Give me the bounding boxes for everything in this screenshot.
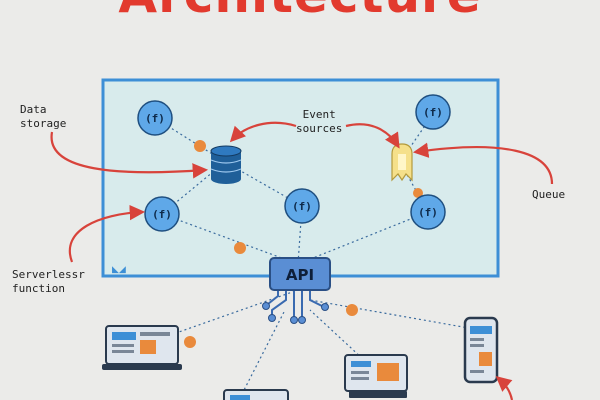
- serverless-function-label: Serverlessr function: [12, 268, 85, 295]
- mobile-phone-icon[interactable]: [463, 316, 499, 384]
- connection-node: [234, 242, 246, 254]
- dotted-connections: [141, 113, 481, 395]
- data-storage-label: Data storage: [20, 103, 67, 130]
- function-node[interactable]: (f): [137, 100, 173, 136]
- annotation-arrows: [50, 121, 554, 400]
- function-symbol: (f): [418, 206, 438, 219]
- function-symbol: (f): [145, 112, 165, 125]
- laptop-icon[interactable]: [223, 389, 289, 400]
- function-node[interactable]: (f): [410, 194, 446, 230]
- function-symbol: (f): [292, 200, 312, 213]
- connection-node: [346, 304, 358, 316]
- api-label: API: [286, 266, 314, 284]
- diagram-title: Architecture: [0, 0, 600, 20]
- api-gateway[interactable]: API: [262, 257, 331, 324]
- function-symbol: (f): [152, 208, 172, 221]
- database-icon[interactable]: [210, 145, 242, 184]
- connection-node: [194, 140, 206, 152]
- function-node[interactable]: (f): [284, 188, 320, 224]
- event-sources-label: Event sources: [296, 108, 343, 135]
- queue-arrow: [412, 142, 554, 185]
- laptop-icon[interactable]: [102, 325, 182, 370]
- function-symbol: (f): [423, 106, 443, 119]
- desktop-icon[interactable]: [344, 354, 408, 398]
- connection-nodes: [184, 140, 423, 348]
- data-storage-arrow: [50, 131, 209, 179]
- event-sources-arrow-left: [229, 121, 297, 143]
- queue-icon[interactable]: [391, 143, 413, 182]
- event-sources-arrow-right: [345, 123, 400, 149]
- connection-node: [413, 188, 423, 198]
- panel-corner-mark: ◣◢: [112, 265, 126, 275]
- device-arrow: [495, 375, 514, 400]
- function-node[interactable]: (f): [144, 196, 180, 232]
- queue-label: Queue: [532, 188, 566, 201]
- connection-node: [184, 336, 196, 348]
- function-node[interactable]: (f): [415, 94, 451, 130]
- serverless-function-arrow: [68, 204, 146, 263]
